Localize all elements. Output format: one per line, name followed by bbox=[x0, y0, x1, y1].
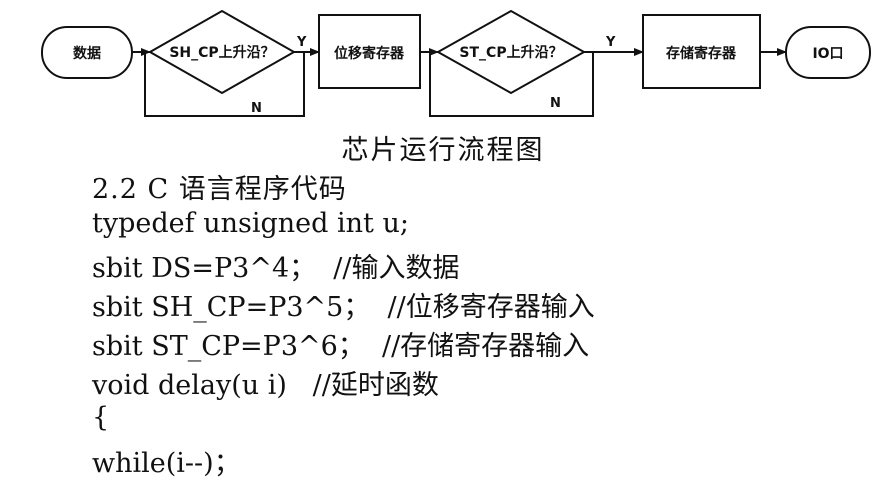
code-line: typedef unsigned int u; bbox=[92, 208, 409, 239]
process-shift-register bbox=[318, 14, 421, 89]
code-line: sbit SH_CP=P3^5； //位移寄存器输入 bbox=[92, 292, 595, 323]
flowchart-diagram: 数据 SH_CP上升沿？ Y N 位移寄存器 ST_CP上升沿？ Y N 存储寄… bbox=[41, 9, 871, 117]
no-loop bbox=[144, 52, 305, 117]
process-storage-register-label: 存储寄存器 bbox=[666, 45, 737, 62]
no-label: N bbox=[550, 96, 561, 111]
no-loop bbox=[429, 52, 594, 117]
code-line: while(i--)； bbox=[92, 448, 241, 479]
figure-caption: 芯片运行流程图 bbox=[341, 135, 545, 166]
code-line: { bbox=[92, 402, 110, 433]
decision-st-cp-label: ST_CP上升沿？ bbox=[459, 44, 562, 61]
process-shift-register-label: 位移寄存器 bbox=[334, 45, 405, 62]
process-storage-register bbox=[642, 14, 761, 89]
section-title: 2.2 C 语言程序代码 bbox=[92, 174, 347, 205]
yes-label: Y bbox=[296, 35, 307, 50]
code-line: void delay(u i) //延时函数 bbox=[92, 370, 439, 401]
yes-label: Y bbox=[605, 35, 616, 50]
start-terminal-label: 数据 bbox=[73, 45, 101, 62]
end-terminal-label: IO口 bbox=[812, 46, 843, 62]
code-line: sbit ST_CP=P3^6； //存储寄存器输入 bbox=[92, 331, 590, 362]
code-line: sbit DS=P3^4； //输入数据 bbox=[92, 253, 460, 284]
no-label: N bbox=[251, 101, 262, 116]
end-terminal bbox=[785, 26, 871, 79]
decision-sh-cp-label: SH_CP上升沿？ bbox=[169, 44, 274, 61]
